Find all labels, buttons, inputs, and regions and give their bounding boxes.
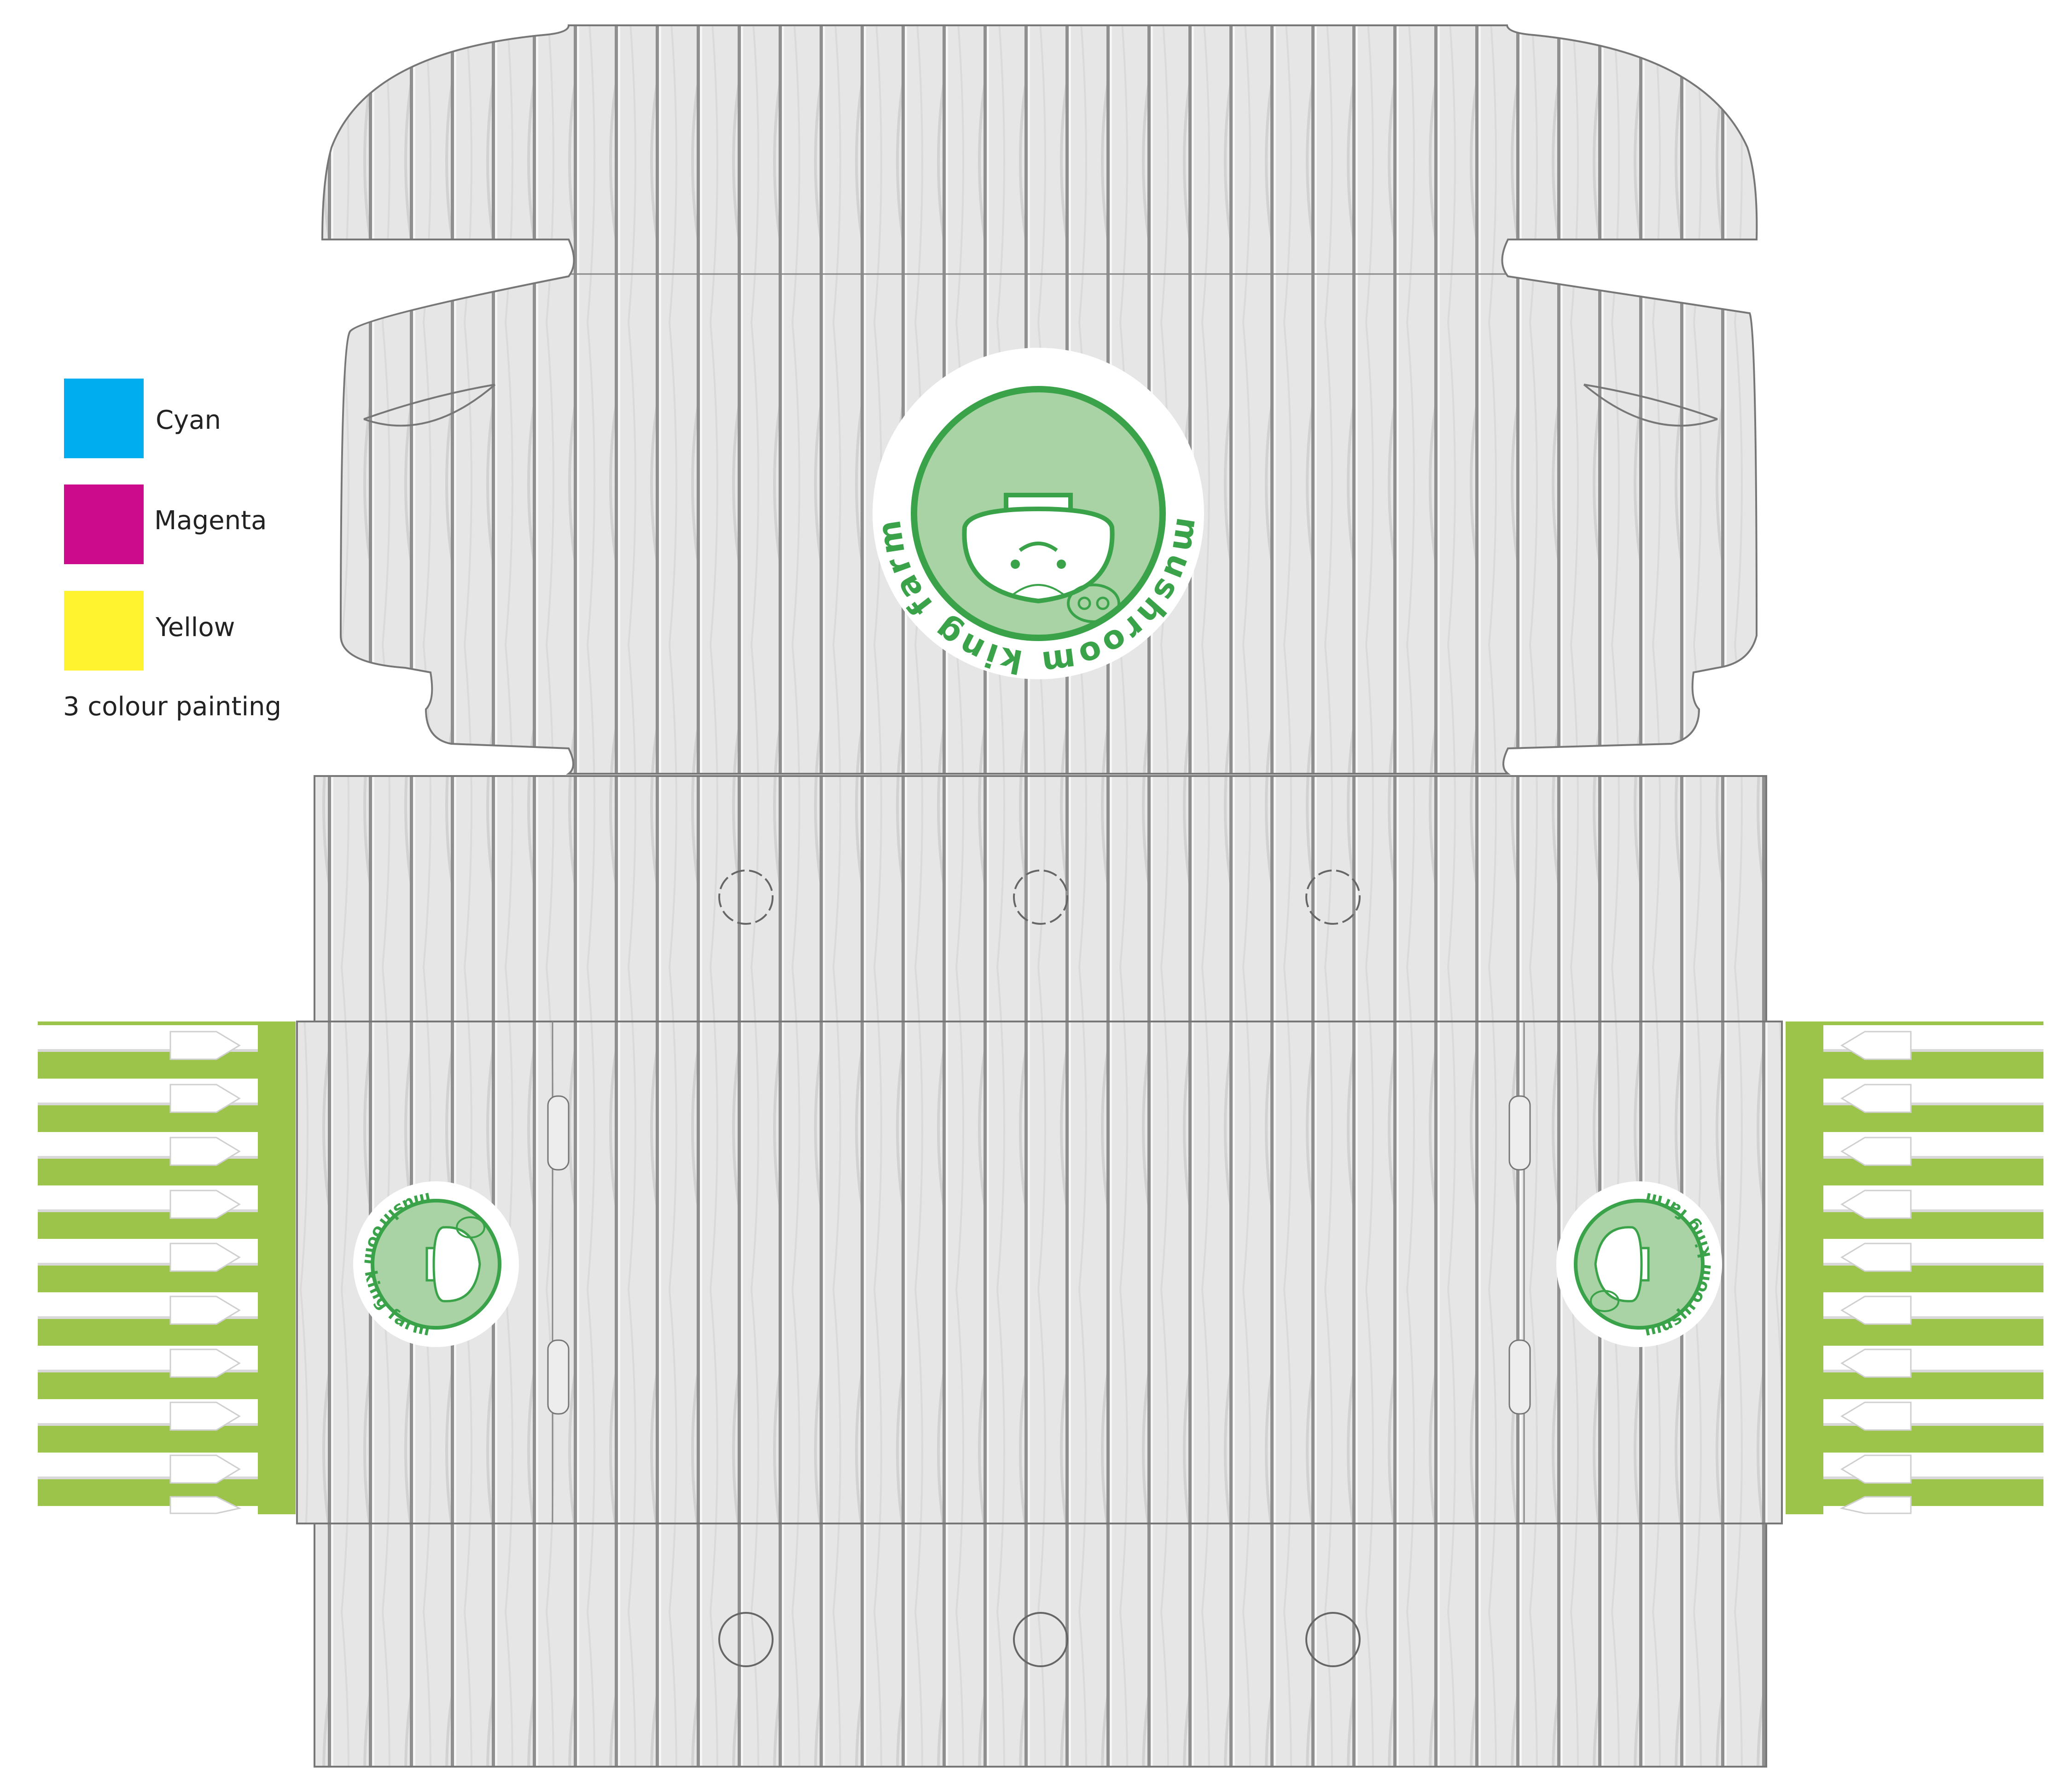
- magenta-label: Magenta: [154, 506, 267, 536]
- brand-logo-left: mushroom king farm: [353, 1181, 519, 1347]
- slot-left-lower: [547, 1339, 570, 1415]
- right-tuck-slit: [1583, 384, 1718, 427]
- cyan-label: Cyan: [156, 405, 221, 435]
- left-tuck-slit: [363, 384, 496, 427]
- mushroom-icon: [1594, 1226, 1650, 1302]
- front-wall-panel: [314, 1523, 1767, 1768]
- vent-hole: [1305, 1612, 1361, 1667]
- crown-icon: [456, 1216, 485, 1238]
- magenta-swatch: [64, 484, 144, 564]
- left-tuck-slit-2: [363, 384, 495, 420]
- left-side-flap: [38, 1021, 296, 1514]
- mushroom-icon: [962, 493, 1115, 604]
- right-side-flap: [1786, 1021, 2043, 1514]
- slot-left-upper: [547, 1095, 570, 1171]
- brand-logo-right: mushroom king farm: [1556, 1181, 1722, 1347]
- base-panel: [296, 1021, 1783, 1524]
- brand-logo-main: mushroom king farm: [869, 348, 1207, 683]
- painting-note: 3 colour painting: [63, 692, 282, 722]
- vent-hole: [1013, 1612, 1068, 1667]
- back-wall-panel: [314, 775, 1767, 1022]
- right-tuck-slit-2: [1583, 384, 1718, 420]
- slot-right-lower: [1508, 1339, 1531, 1415]
- vent-hole: [1013, 870, 1068, 925]
- mushroom-icon: [425, 1226, 481, 1302]
- yellow-label: Yellow: [156, 613, 235, 642]
- slot-right-upper: [1508, 1095, 1531, 1171]
- vent-hole: [718, 870, 774, 925]
- vent-hole: [718, 1612, 774, 1667]
- crown-icon: [1590, 1290, 1619, 1312]
- crown-icon: [1067, 584, 1120, 623]
- yellow-swatch: [64, 591, 144, 671]
- vent-hole: [1305, 870, 1361, 925]
- cyan-swatch: [64, 379, 144, 458]
